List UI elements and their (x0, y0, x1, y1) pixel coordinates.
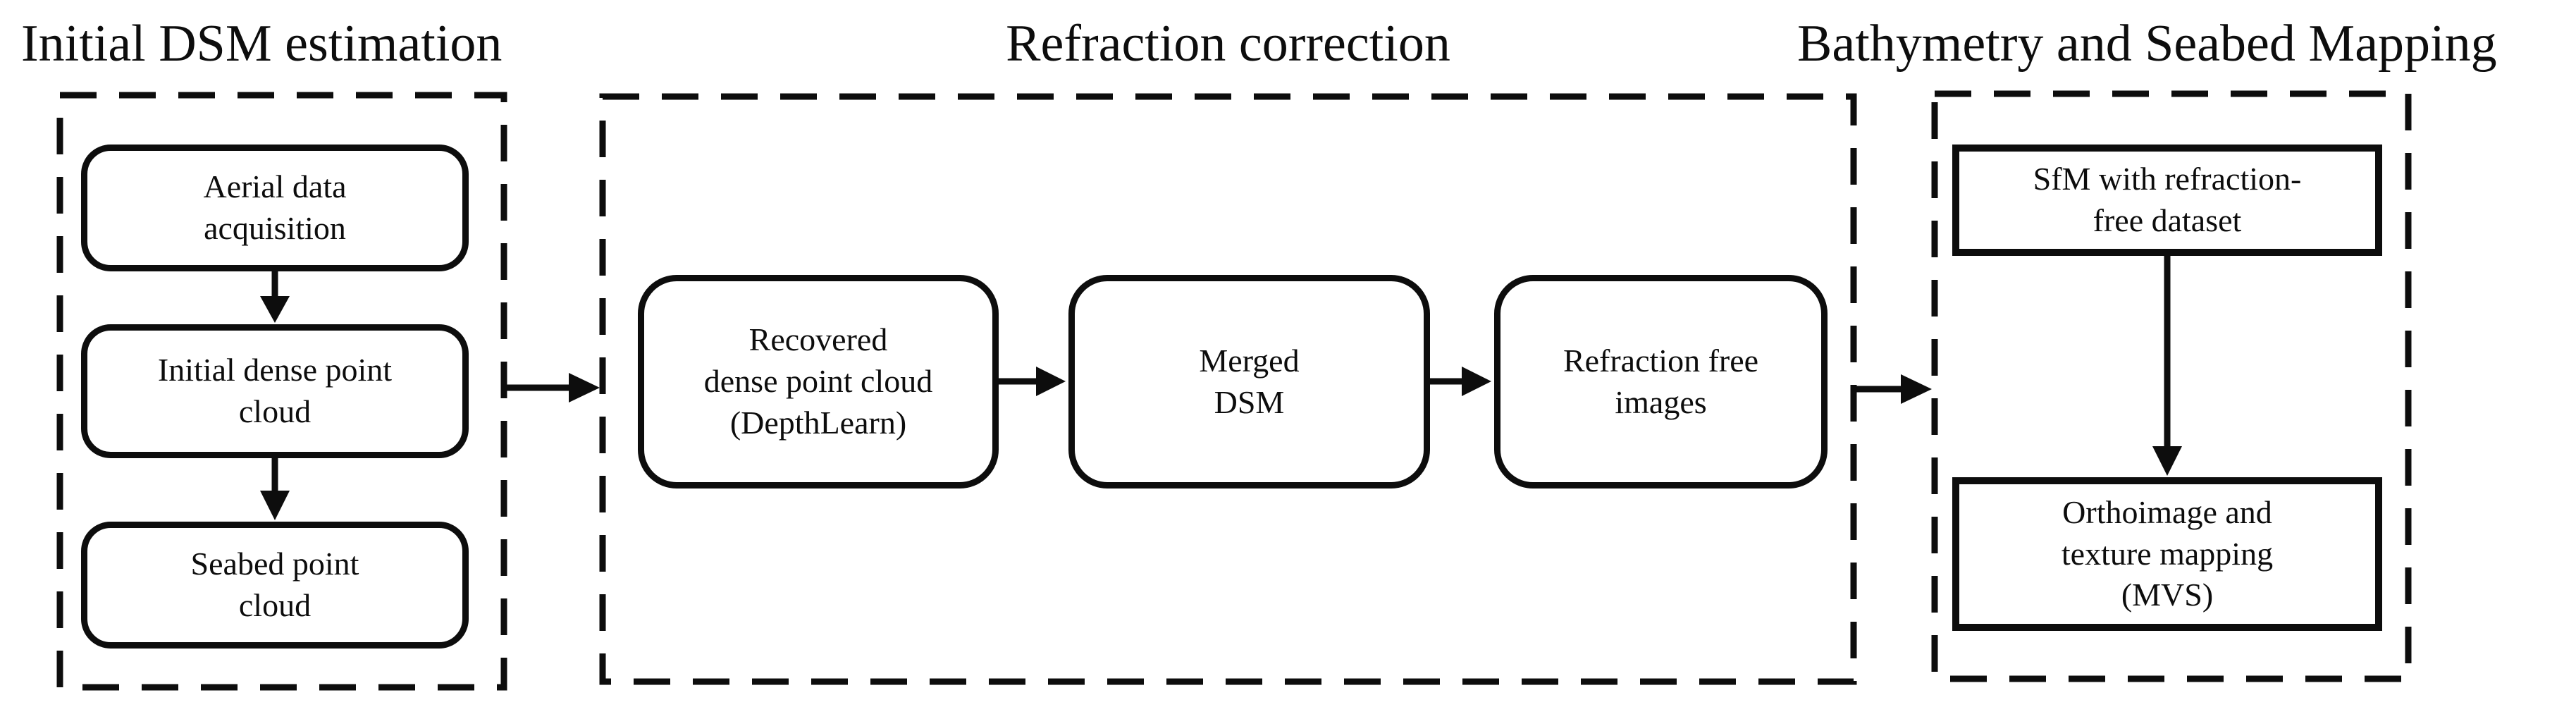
box-label: Seabed point cloud (190, 546, 359, 623)
box-orthoimage-and-texture-mapping: Orthoimage and texture mapping (MVS) (1952, 477, 2382, 631)
box-label: Initial dense point cloud (157, 352, 393, 429)
arrow-right-icon (1855, 374, 1932, 404)
section-boundary-bathymetry-and-seabed-mapping (1931, 90, 2412, 682)
arrow-right-icon (504, 373, 600, 402)
section-boundary-initial-dsm-estimation (56, 92, 507, 691)
box-label: Refraction free images (1563, 342, 1759, 420)
box-label: Aerial data acquisition (203, 168, 347, 246)
box-label: Merged DSM (1199, 342, 1300, 420)
box-label: Recovered dense point cloud (DepthLearn) (703, 321, 933, 441)
box-label: Orthoimage and texture mapping (MVS) (2061, 493, 2274, 613)
box-aerial-data-acquisition: Aerial data acquisition (81, 145, 469, 271)
box-refraction-free-images: Refraction free images (1494, 275, 1828, 488)
section-title-refraction-correction: Refraction correction (1006, 15, 1450, 73)
box-merged-dsm: Merged DSM (1068, 275, 1430, 488)
arrow-down-icon (2152, 255, 2182, 476)
box-initial-dense-point-cloud: Initial dense point cloud (81, 324, 469, 458)
section-boundary-refraction-correction (599, 93, 1857, 685)
box-recovered-dense-point-cloud: Recovered dense point cloud (DepthLearn) (638, 275, 999, 488)
box-label: SfM with refraction- free dataset (2033, 161, 2302, 238)
section-title-bathymetry-and-seabed-mapping: Bathymetry and Seabed Mapping (1797, 15, 2497, 73)
box-seabed-point-cloud: Seabed point cloud (81, 522, 469, 649)
arrow-down-icon (260, 271, 290, 323)
section-title-initial-dsm-estimation: Initial DSM estimation (21, 15, 503, 73)
arrow-right-icon (999, 367, 1066, 396)
box-sfm-with-refraction-free-dataset: SfM with refraction- free dataset (1952, 145, 2382, 256)
arrow-down-icon (260, 458, 290, 520)
arrow-right-icon (1430, 367, 1491, 396)
